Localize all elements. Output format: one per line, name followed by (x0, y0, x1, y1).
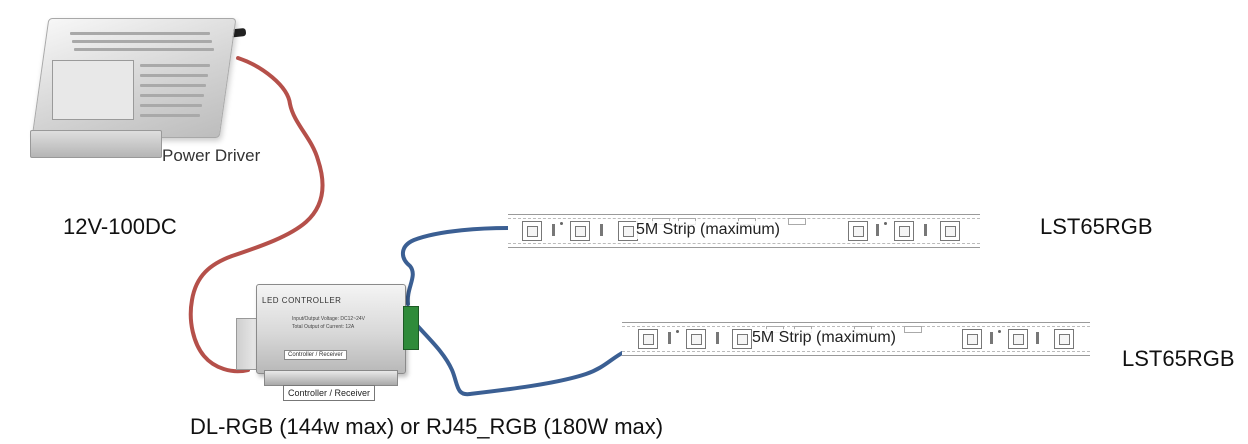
heat-fin (74, 48, 214, 51)
resistor (876, 224, 879, 236)
heat-fin (140, 74, 208, 77)
led-chip (732, 329, 752, 349)
strip-1-model: LST65RGB (1040, 214, 1153, 239)
resistor (716, 332, 719, 344)
heat-fin (140, 84, 206, 87)
led-strip-2: 5M Strip (maximum) (622, 322, 1090, 356)
heat-fin (140, 64, 210, 67)
controller-caption: DL-RGB (144w max) or RJ45_RGB (180W max) (190, 414, 664, 439)
resistor (668, 332, 671, 344)
terminal-block (403, 306, 419, 350)
controller-inner-badge: Controller / Receiver (284, 350, 347, 360)
led-strip-1: 5M Strip (maximum) (508, 214, 980, 248)
controller-spec: Total Output of Current: 12A (292, 324, 355, 330)
strip-1-text: 5M Strip (maximum) (636, 221, 781, 239)
controller-title: LED CONTROLLER (262, 296, 342, 305)
led-chip (522, 221, 542, 241)
heat-fin (140, 94, 204, 97)
led-chip (1008, 329, 1028, 349)
resistor (600, 224, 603, 236)
heat-fin (72, 40, 212, 43)
strip-2-text: 5M Strip (maximum) (752, 329, 897, 347)
power-supply-label-plate (52, 60, 134, 120)
data-wire-top (401, 226, 510, 306)
power-wire (188, 56, 325, 374)
heat-fin (140, 104, 202, 107)
resistor (552, 224, 555, 236)
led-chip (638, 329, 658, 349)
led-chip (618, 221, 638, 241)
heat-fin (70, 32, 210, 35)
controller-base (264, 370, 398, 386)
power-driver-label: Power Driver (162, 146, 261, 165)
led-chip (848, 221, 868, 241)
resistor (924, 224, 927, 236)
strip-2-model: LST65RGB (1122, 346, 1235, 371)
resistor (990, 332, 993, 344)
data-wire-bottom (412, 320, 626, 397)
controller-badge: Controller / Receiver (283, 385, 376, 401)
led-chip (570, 221, 590, 241)
led-chip (1054, 329, 1074, 349)
voltage-label: 12V-100DC (63, 214, 177, 239)
led-chip (940, 221, 960, 241)
controller-spec: Input/Output Voltage: DC12~24V (292, 316, 365, 322)
led-chip (962, 329, 982, 349)
power-supply-mount (30, 130, 162, 158)
led-chip (894, 221, 914, 241)
resistor (1036, 332, 1039, 344)
heat-fin (140, 114, 200, 117)
led-chip (686, 329, 706, 349)
